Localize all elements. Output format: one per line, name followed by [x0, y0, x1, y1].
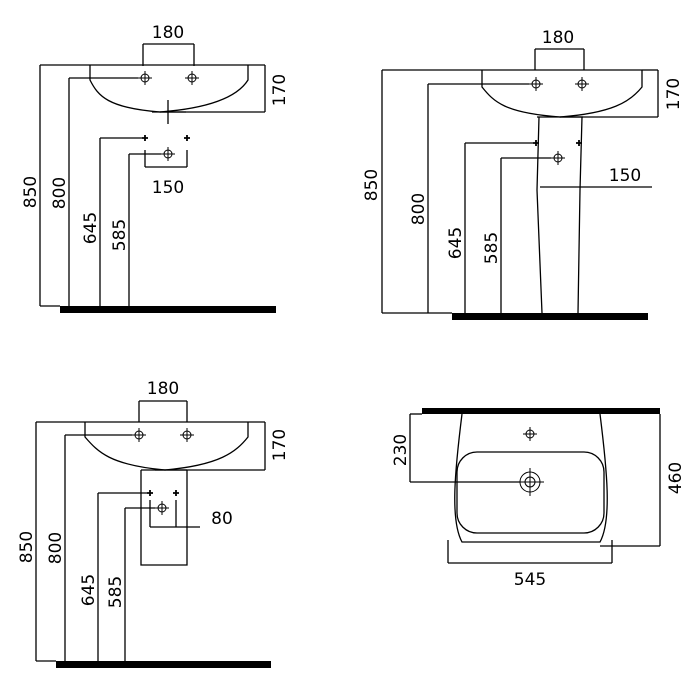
dim-width-top: 180	[542, 28, 574, 48]
dim-height-rim: 170	[270, 74, 290, 106]
dim-height-outlet: 800	[46, 532, 66, 564]
wall-line	[422, 408, 660, 414]
floor-line	[452, 313, 648, 320]
dim-height-supply-lower: 585	[106, 576, 126, 608]
dim-width-top: 180	[152, 23, 184, 43]
dim-height-total: 850	[21, 176, 41, 208]
floor-line	[60, 306, 276, 313]
supply-valve-icon	[184, 135, 190, 141]
view-wall-hung: 180 170 850 800 645 585 150	[21, 23, 290, 313]
supply-valve-icon	[142, 135, 148, 141]
crosshair-icon	[161, 147, 175, 161]
crosshair-icon	[180, 428, 194, 442]
dim-height-outlet: 800	[409, 193, 429, 225]
supply-valve-icon	[173, 490, 179, 496]
dim-width-top: 180	[147, 379, 179, 399]
crosshair-icon	[155, 501, 169, 515]
dim-height-supply-upper: 645	[79, 574, 99, 606]
view-semi-pedestal: 180 170 850 800 645 585 80	[17, 379, 290, 668]
supply-valve-icon	[147, 490, 153, 496]
basin-bowl	[456, 451, 605, 534]
crosshair-icon	[551, 151, 565, 165]
dim-width: 545	[514, 570, 546, 590]
view-pedestal: 180 170 850 800 645 585 150	[362, 28, 684, 320]
dim-height-outlet: 800	[50, 177, 70, 209]
semi-pedestal-shroud	[140, 470, 188, 566]
basin-outline	[84, 422, 249, 471]
crosshair-icon	[523, 427, 537, 441]
drain-icon	[516, 468, 544, 496]
basin-outline	[481, 70, 643, 118]
dim-height-rim: 170	[664, 78, 684, 110]
dim-height-supply-upper: 645	[446, 227, 466, 259]
basin-outline	[89, 65, 249, 113]
crosshair-icon	[132, 428, 146, 442]
crosshair-icon	[575, 77, 589, 91]
dim-supply-spacing: 80	[211, 509, 233, 529]
dim-height-total: 850	[17, 531, 37, 563]
crosshair-icon	[529, 77, 543, 91]
dim-supply-spacing: 150	[152, 178, 184, 198]
dim-drain-offset: 230	[391, 434, 411, 466]
dim-height-supply-lower: 585	[482, 232, 502, 264]
supply-valve-icon	[576, 140, 582, 146]
crosshair-icon	[138, 71, 152, 85]
dim-height-supply-lower: 585	[110, 219, 130, 251]
view-top: 230 460 545	[391, 408, 686, 590]
crosshair-icon	[185, 71, 199, 85]
dim-height-total: 850	[362, 169, 382, 201]
dim-depth: 460	[666, 462, 686, 494]
supply-valve-icon	[533, 140, 539, 146]
dim-height-supply-upper: 645	[81, 212, 101, 244]
dim-supply-spacing: 150	[609, 166, 641, 186]
dim-height-rim: 170	[270, 429, 290, 461]
basin-outer	[454, 413, 608, 543]
floor-line	[56, 661, 271, 668]
pedestal-column	[536, 116, 583, 314]
